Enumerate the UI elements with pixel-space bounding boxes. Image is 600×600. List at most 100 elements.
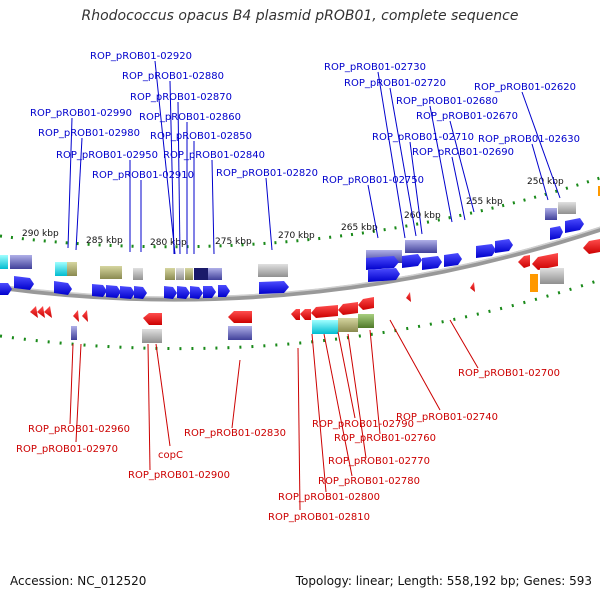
reverse-gene-arrow: [73, 310, 79, 322]
reverse-gene-arrow: [406, 292, 411, 302]
reverse-gene-arrow: [518, 255, 530, 268]
gene-label-forward: ROP_pROB01-02870: [130, 92, 232, 103]
reverse-gene-arrow: [311, 305, 338, 318]
feature-box: [540, 268, 564, 284]
reverse-gene-arrow: [82, 310, 88, 322]
forward-gene-arrow: [422, 256, 442, 270]
feature-box: [338, 318, 358, 332]
sequence-summary: Topology: linear; Length: 558,192 bp; Ge…: [295, 574, 592, 588]
reverse-gene-arrow: [44, 306, 52, 318]
reverse-gene-arrow: [228, 311, 252, 323]
reverse-gene-arrow: [338, 302, 358, 315]
feature-box: [598, 186, 600, 196]
feature-box: [100, 266, 122, 279]
feature-box: [133, 268, 143, 280]
gene-label-reverse: ROP_pROB01-02770: [328, 456, 430, 467]
feature-box: [530, 274, 538, 292]
feature-box: [258, 264, 288, 277]
gene-label-forward: ROP_pROB01-02820: [216, 168, 318, 179]
gene-label-reverse: ROP_pROB01-02740: [396, 412, 498, 423]
gene-label-reverse: ROP_pROB01-02830: [184, 428, 286, 439]
feature-box: [67, 262, 77, 276]
reverse-gene-arrow: [532, 253, 558, 270]
gene-label-forward: ROP_pROB01-02850: [150, 131, 252, 142]
gene-label-forward: ROP_pROB01-02690: [412, 147, 514, 158]
gene-label-reverse: copC: [158, 450, 183, 461]
gene-label-forward: ROP_pROB01-02730: [324, 62, 426, 73]
forward-gene-arrow: [402, 254, 422, 268]
forward-gene-arrow: [203, 286, 216, 298]
gene-label-reverse: ROP_pROB01-02700: [458, 368, 560, 379]
reverse-gene-arrow: [291, 309, 300, 320]
gene-label-reverse: ROP_pROB01-02810: [268, 512, 370, 523]
feature-box: [10, 255, 32, 269]
gene-label-forward: ROP_pROB01-02680: [396, 96, 498, 107]
forward-gene-arrow: [164, 286, 177, 299]
forward-gene-arrow: [495, 239, 513, 253]
feature-box: [194, 268, 208, 280]
scale-label: 280 kbp: [150, 238, 187, 248]
scale-label: 270 kbp: [278, 231, 315, 241]
gene-label-forward: ROP_pROB01-02630: [478, 134, 580, 145]
feature-box: [405, 240, 437, 253]
forward-gene-arrow: [177, 286, 190, 299]
gene-label-forward: ROP_pROB01-02990: [30, 108, 132, 119]
scale-label: 250 kbp: [527, 177, 564, 187]
scale-label: 275 kbp: [215, 237, 252, 247]
reverse-gene-arrow: [358, 297, 374, 310]
forward-gene-arrow: [259, 281, 289, 294]
feature-box: [228, 326, 252, 340]
gene-label-forward: ROP_pROB01-02920: [90, 51, 192, 62]
forward-gene-arrow: [190, 286, 203, 299]
gene-label-reverse: ROP_pROB01-02960: [28, 424, 130, 435]
feature-box: [558, 202, 576, 214]
gene-label-forward: ROP_pROB01-02670: [416, 111, 518, 122]
feature-box: [312, 320, 338, 334]
forward-leader-lines: [67, 60, 561, 255]
gene-label-reverse: ROP_pROB01-02790: [312, 419, 414, 430]
inner-tick-arc: [0, 278, 600, 351]
gene-label-forward: ROP_pROB01-02720: [344, 78, 446, 89]
sequence-backbone: [0, 226, 600, 302]
feature-box: [142, 329, 162, 343]
feature-box: [208, 268, 222, 280]
forward-gene-arrow: [92, 284, 107, 297]
gene-label-forward: ROP_pROB01-02910: [92, 170, 194, 181]
reverse-gene-arrow: [583, 239, 600, 254]
gene-label-forward: ROP_pROB01-02750: [322, 175, 424, 186]
forward-gene-arrow: [565, 218, 584, 233]
gene-label-forward: ROP_pROB01-02840: [163, 150, 265, 161]
forward-gene-arrow: [134, 286, 147, 299]
forward-gene-arrow: [368, 268, 400, 282]
forward-gene-arrow: [218, 285, 230, 297]
scale-label: 260 kbp: [404, 211, 441, 221]
reverse-gene-arrow: [37, 306, 45, 318]
feature-box: [71, 326, 77, 340]
scale-label: 290 kbp: [22, 229, 59, 239]
gene-label-reverse: ROP_pROB01-02760: [334, 433, 436, 444]
gene-label-forward: ROP_pROB01-02950: [56, 150, 158, 161]
gene-label-forward: ROP_pROB01-02980: [38, 128, 140, 139]
feature-box: [0, 255, 8, 269]
gene-label-reverse: ROP_pROB01-02900: [128, 470, 230, 481]
forward-gene-arrow: [54, 281, 72, 295]
gene-label-forward: ROP_pROB01-02860: [139, 112, 241, 123]
forward-gene-arrow: [106, 285, 121, 298]
feature-box: [358, 314, 374, 328]
scale-label: 285 kbp: [86, 236, 123, 246]
gene-label-reverse: ROP_pROB01-02800: [278, 492, 380, 503]
feature-box: [185, 268, 193, 280]
feature-box: [545, 208, 557, 220]
gene-label-reverse: ROP_pROB01-02970: [16, 444, 118, 455]
forward-gene-arrow: [0, 283, 12, 295]
feature-box: [176, 268, 184, 280]
gene-label-forward: ROP_pROB01-02710: [372, 132, 474, 143]
forward-gene-arrow: [476, 244, 496, 258]
forward-gene-arrow: [550, 226, 563, 240]
feature-box: [165, 268, 175, 280]
gene-label-reverse: ROP_pROB01-02780: [318, 476, 420, 487]
forward-gene-arrow: [14, 276, 34, 290]
forward-gene-arrow: [444, 253, 462, 267]
gene-label-forward: ROP_pROB01-02620: [474, 82, 576, 93]
